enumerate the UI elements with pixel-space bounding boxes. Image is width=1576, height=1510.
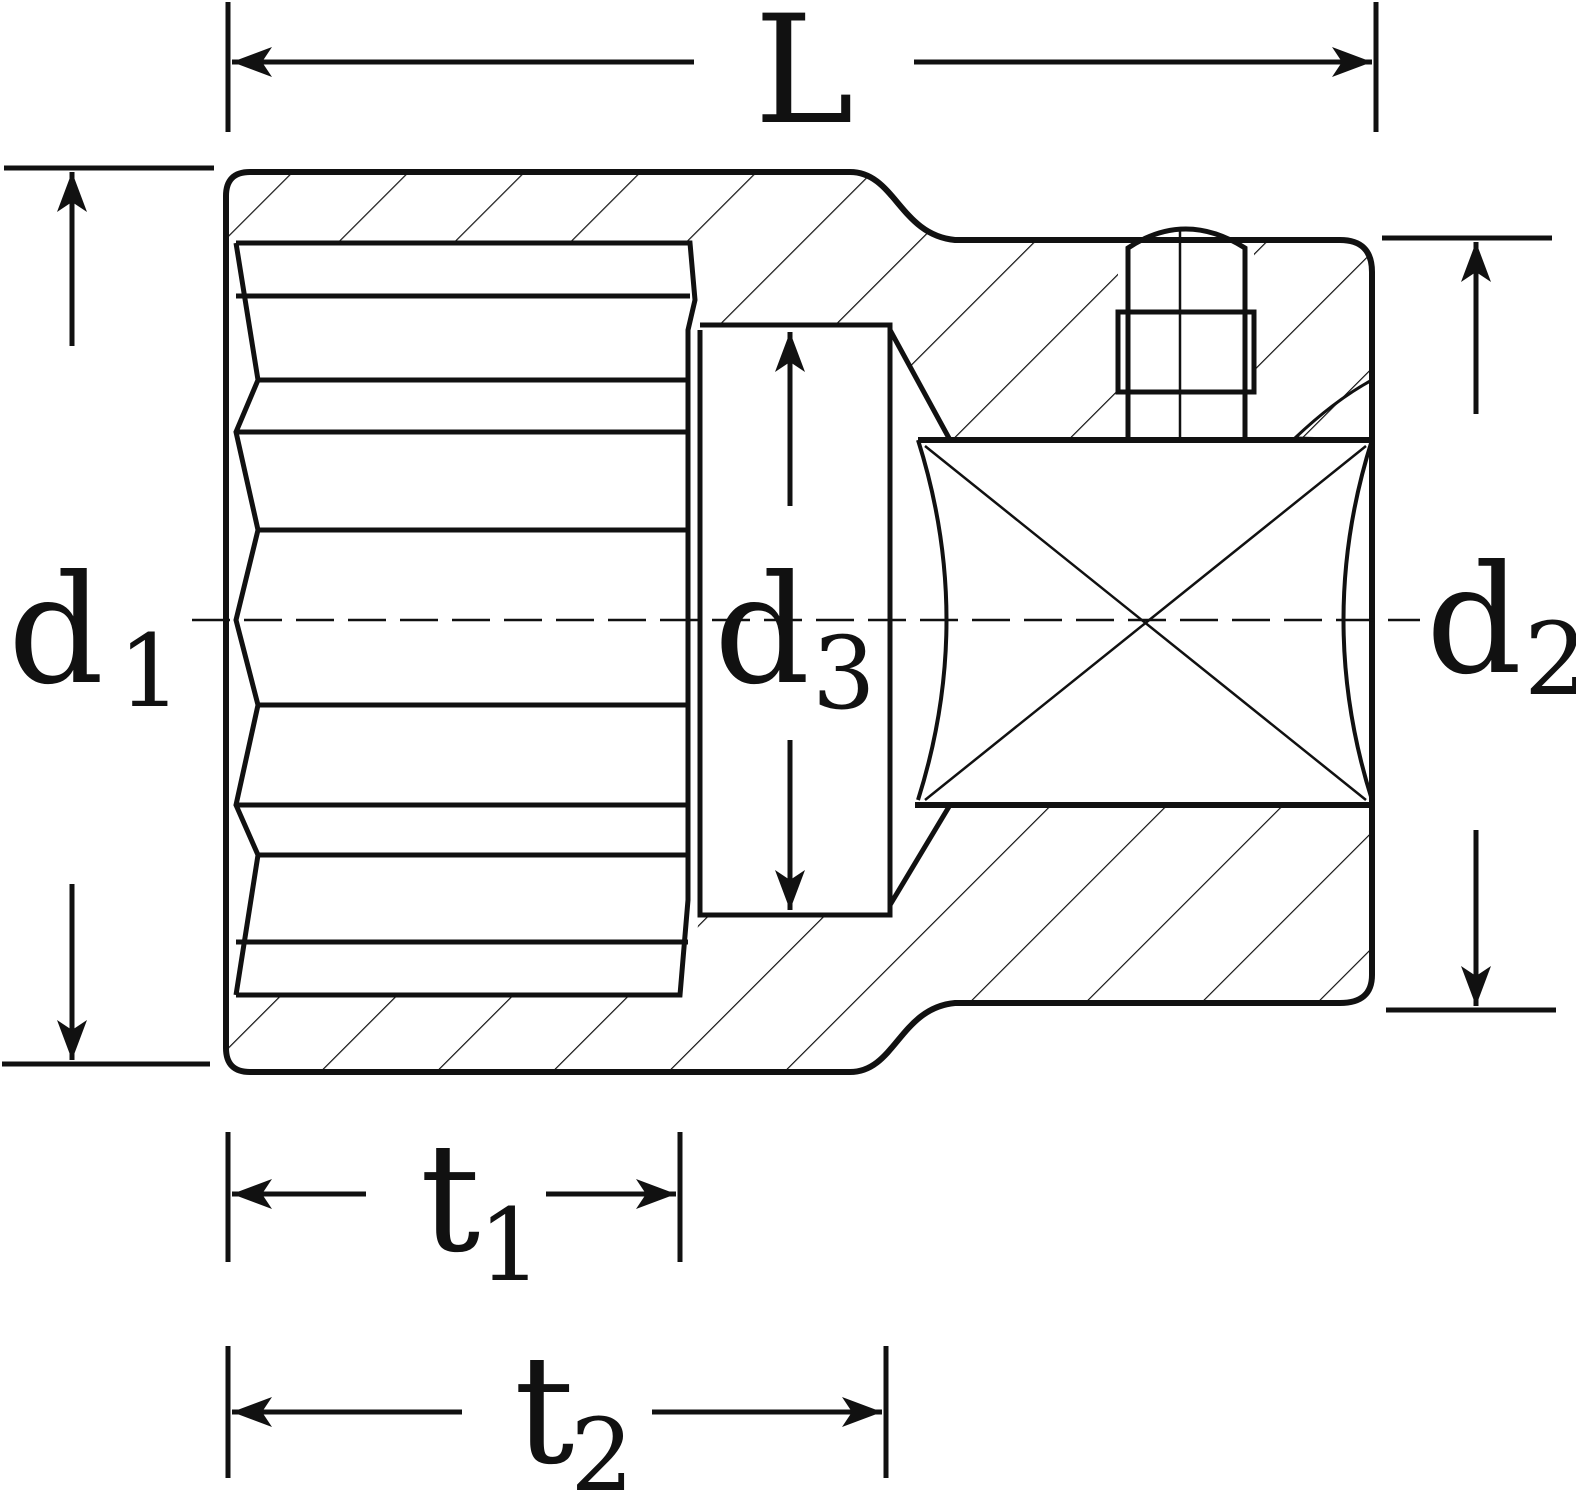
dimension-t2 xyxy=(225,1346,889,1478)
dimension-d1 xyxy=(2,165,214,1067)
label-L: L xyxy=(754,0,854,158)
dimension-t1 xyxy=(225,1132,683,1262)
twelve-point-bore xyxy=(233,240,698,998)
socket-body-outline xyxy=(223,169,1375,1075)
label-t1: t1 xyxy=(420,1112,542,1304)
dimension-d2 xyxy=(1382,235,1556,1013)
label-d3: d3 xyxy=(714,544,876,732)
label-t2: t2 xyxy=(514,1324,634,1510)
label-d2: d2 xyxy=(1426,534,1576,718)
undercut-groove xyxy=(697,322,953,918)
dimension-L xyxy=(225,2,1379,132)
detent-pin xyxy=(1115,226,1257,443)
